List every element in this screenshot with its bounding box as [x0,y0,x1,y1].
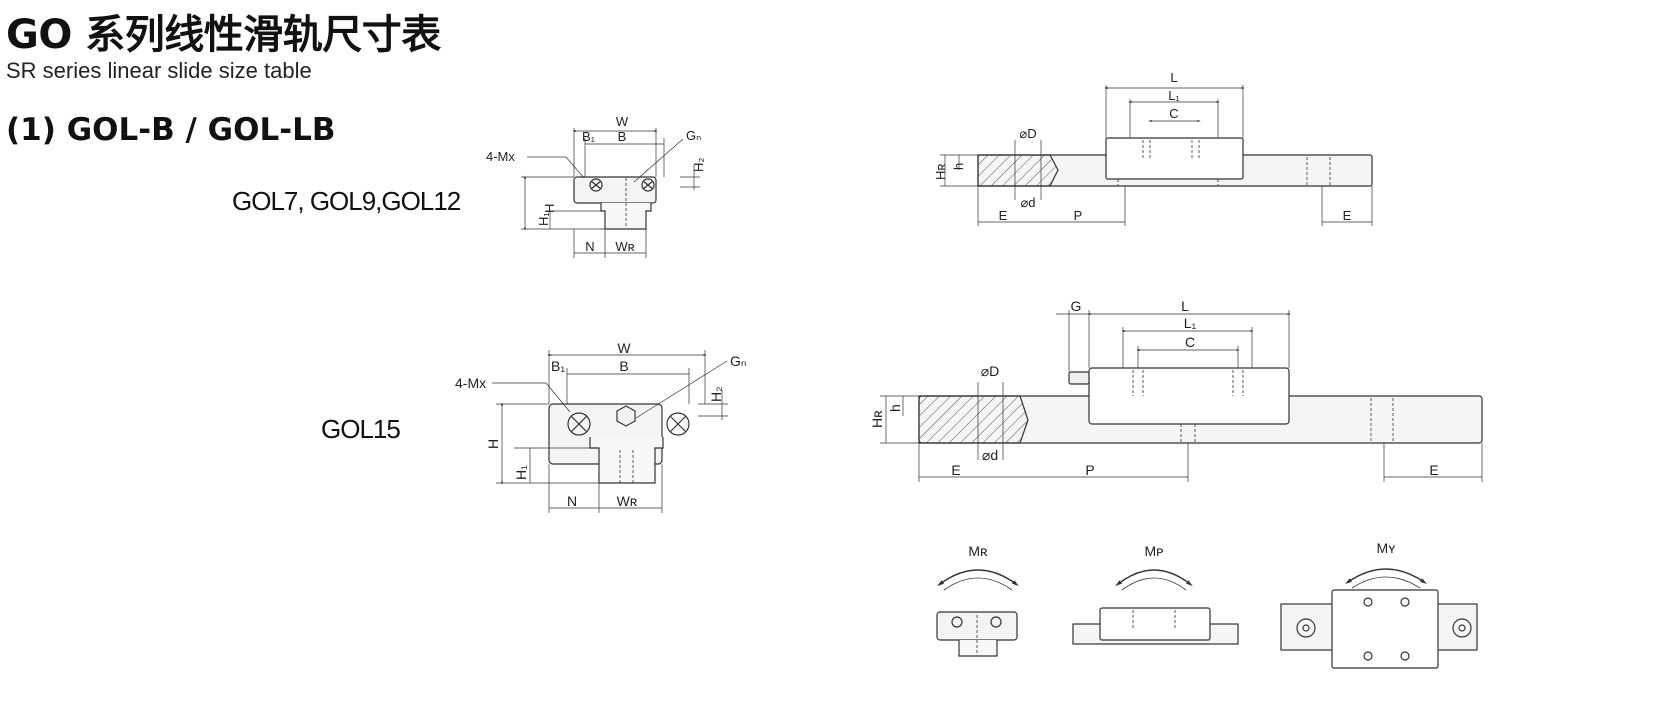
dim-D-15: ⌀D [981,363,1000,379]
dim-B-15: B [619,358,628,374]
side-view-small [940,85,1373,226]
moment-labels: Mʀ Mᴘ Mʏ [968,540,1396,559]
page-subtitle: SR series linear slide size table [6,58,312,83]
dim-mounting-holes-15: 4-Mx [455,375,486,391]
moment-MR: Mʀ [968,543,988,559]
dim-P-15: P [1085,462,1094,478]
dim-H2: H₂ [691,158,706,172]
dim-Gn: Gₙ [686,128,701,143]
dim-E-right-15: E [1429,462,1438,478]
dim-WR: Wʀ [615,239,634,254]
dim-H1: H₁ [536,212,551,226]
dim-WR-15: Wʀ [617,493,638,509]
dim-L-15: L [1181,298,1189,314]
dim-L: L [1170,70,1177,85]
dim-HR: Hʀ [933,164,948,180]
moment-MY: Mʏ [1377,540,1397,556]
moment-MP: Mᴘ [1145,543,1164,559]
moment-diagrams [936,568,1478,669]
dim-P: P [1074,208,1083,223]
dim-Gn-15: Gₙ [730,353,746,369]
dim-B1-15: B₁ [551,358,565,374]
cross-section-gol15-labels: W B₁ B Gₙ 4-Mx H H₁ H₂ N Wʀ [455,340,746,509]
dim-N: N [585,239,594,254]
dim-E-right: E [1343,208,1352,223]
model-label-gol15: GOL15 [321,414,401,444]
dim-H1-15: H₁ [513,465,529,480]
dim-D: ⌀D [1019,126,1036,141]
side-view-gol15 [880,310,1483,482]
dim-C: C [1169,106,1178,121]
cross-section-gol15 [492,350,728,513]
dim-G-15: G [1071,298,1082,314]
cross-section-small-labels: W B₁ B Gₙ 4-Mx H H₁ H₂ N Wʀ [486,114,706,254]
dim-h-15: h [887,404,903,412]
dim-mounting-holes: 4-Mx [486,149,515,164]
section-heading: (1) GOL-B / GOL-LB [6,112,336,148]
dim-H-15: H [485,439,501,449]
dim-W-15: W [617,340,631,356]
dim-H2-15: H₂ [708,386,724,402]
dim-W: W [616,114,629,129]
dim-d: ⌀d [1020,195,1035,210]
cross-section-small [521,128,700,258]
dim-E: E [999,208,1008,223]
dim-H: H [542,204,557,213]
dim-h: h [951,163,966,170]
dim-B1: B₁ [582,129,596,144]
dim-L1-15: L₁ [1184,315,1197,331]
dim-d-15: ⌀d [982,447,998,463]
side-view-gol15-labels: G L L₁ C ⌀D ⌀d h Hʀ E P E [869,298,1439,478]
dim-B: B [618,129,627,144]
page-title: GO 系列线性滑轨尺寸表 [6,12,441,58]
dim-L1: L₁ [1168,88,1180,103]
dim-E-15: E [951,462,960,478]
dim-HR-15: Hʀ [869,410,885,428]
side-view-small-labels: L L₁ C ⌀D ⌀d h Hʀ E P E [933,70,1352,223]
dim-N-15: N [567,493,577,509]
model-label-small: GOL7, GOL9,GOL12 [232,186,461,216]
dim-C-15: C [1185,334,1195,350]
